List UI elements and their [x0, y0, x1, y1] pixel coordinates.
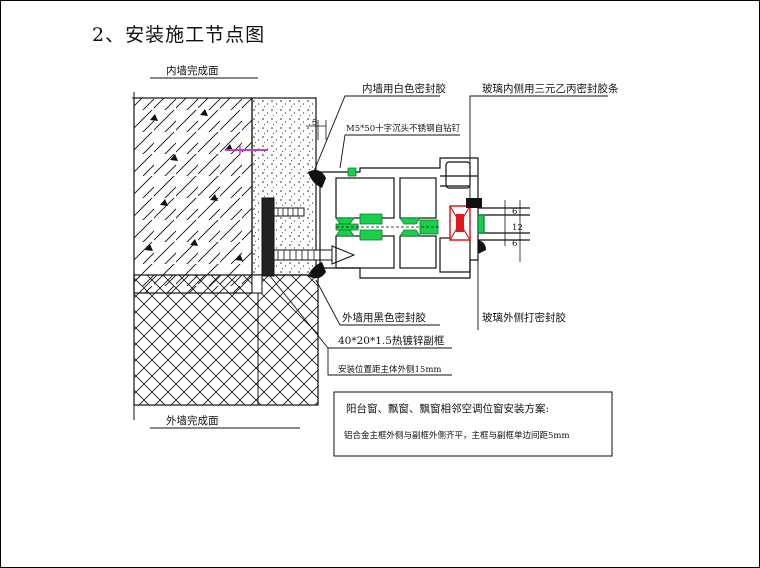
page-title: 2、安装施工节点图: [92, 24, 266, 46]
thermal-break: [335, 167, 439, 241]
label-outer-black-sealant: 外墙用黑色密封胶: [342, 311, 426, 324]
label-inner-wall-finish: 内墙完成面: [166, 64, 219, 77]
note-line-2: 铝合金主框外侧与副框外侧齐平，主框与副框单边间距5mm: [344, 430, 570, 441]
glazing-seals: [449, 205, 471, 241]
dim-6-lower: 6: [512, 239, 517, 249]
screw-lower: [273, 245, 356, 265]
label-inner-white-sealant: 内墙用白色密封胶: [362, 82, 446, 95]
leader-lines: [269, 95, 608, 376]
label-screw: M5*50十字沉头不锈钢自钻钉: [346, 123, 461, 134]
outer-sealant: [308, 262, 326, 279]
label-glass-outer-sealant: 玻璃外侧打密封胶: [482, 311, 566, 324]
dim-5: 5: [312, 118, 317, 128]
sub-frame: [261, 197, 275, 277]
dim-5-lines: [306, 120, 327, 140]
screw-upper: [273, 207, 305, 217]
label-outer-wall-finish: 外墙完成面: [166, 414, 219, 427]
glass-inner-strip: [466, 198, 482, 208]
label-install-position: 安装位置距主体外侧15mm: [338, 364, 441, 375]
label-glass-inner-strip: 玻璃内侧用三元乙丙密封胶条: [482, 82, 619, 95]
masonry-gap: [251, 274, 263, 294]
note-box: [333, 391, 613, 457]
glass-dimensions: [500, 200, 525, 262]
note-line-1: 阳台窗、飘窗、飘窗相邻空调位窗安装方案:: [346, 402, 549, 415]
concrete-wall: [133, 97, 253, 294]
glass-outer-sealant: [478, 240, 486, 254]
dim-12: 12: [512, 223, 523, 233]
label-sub-frame: 40*20*1.5热镀锌副框: [338, 334, 445, 347]
masonry-block: [133, 274, 319, 406]
dim-6-upper: 6: [512, 207, 517, 217]
